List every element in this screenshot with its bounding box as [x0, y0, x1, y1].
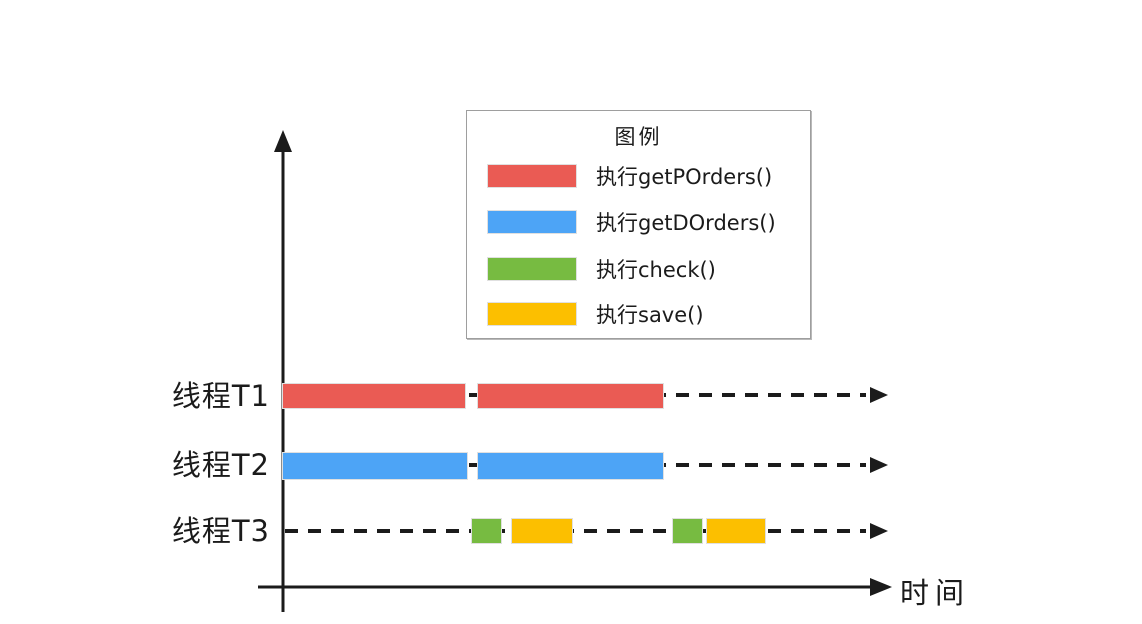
legend-item-label: 执行getPOrders() — [596, 165, 773, 189]
t2-getdorders-segment-1 — [283, 453, 467, 479]
timeline-t1-arrowhead-icon — [870, 387, 888, 403]
legend-title: 图例 — [614, 125, 663, 149]
x-axis-label: 时间 — [900, 576, 971, 610]
legend-item-check: 执行check() — [488, 258, 716, 282]
t3-save-segment-2 — [707, 519, 765, 543]
t3-check-segment-1 — [472, 519, 501, 543]
blue-swatch-icon — [488, 211, 576, 233]
green-swatch-icon — [488, 258, 576, 280]
x-axis-arrowhead-icon — [870, 578, 892, 596]
thread-t3-label: 线程T3 — [171, 514, 270, 548]
legend-item-getdorders: 执行getDOrders() — [488, 211, 776, 235]
red-swatch-icon — [488, 165, 576, 187]
t1-getporders-segment-1 — [283, 384, 465, 408]
legend-item-label: 执行save() — [596, 303, 704, 327]
thread-t1-label: 线程T1 — [171, 379, 270, 413]
timeline-t2-arrowhead-icon — [870, 457, 888, 473]
legend-box: 图例 执行getPOrders() 执行getDOrders() 执行check… — [466, 110, 811, 339]
legend-item-label: 执行check() — [596, 258, 716, 282]
legend-item-getporders: 执行getPOrders() — [488, 165, 772, 189]
thread-t2-label: 线程T2 — [171, 448, 270, 482]
legend-item-label: 执行getDOrders() — [596, 211, 776, 235]
yellow-swatch-icon — [488, 303, 576, 325]
t1-getporders-segment-2 — [478, 384, 663, 408]
timeline-t3-arrowhead-icon — [870, 523, 888, 539]
y-axis-arrowhead-icon — [274, 130, 292, 152]
t2-getdorders-segment-2 — [478, 453, 663, 479]
t3-save-segment-1 — [512, 519, 572, 543]
legend-item-save: 执行save() — [488, 303, 704, 327]
t3-check-segment-2 — [673, 519, 702, 543]
